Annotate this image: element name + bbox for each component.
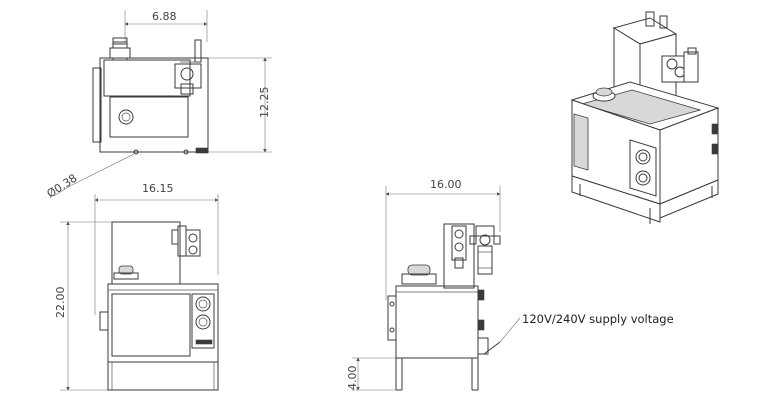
dim-leg-height: 4.00	[346, 366, 359, 391]
side-view: 16.00 4.00	[346, 178, 674, 391]
front-view: 16.15 22.00	[54, 182, 219, 391]
isometric-view	[570, 11, 720, 224]
dim-side-width: 16.00	[430, 178, 462, 191]
dim-front-width: 16.15	[142, 182, 174, 195]
dim-hole-diameter: Ø0.38	[45, 172, 80, 201]
supply-voltage-callout: 120V/240V supply voltage	[522, 312, 674, 326]
dim-top-height: 12.25	[258, 87, 271, 119]
dim-top-width: 6.88	[152, 10, 177, 23]
top-view: 6.88 12.25 Ø0.38	[45, 10, 272, 201]
dim-front-height: 22.00	[54, 287, 67, 319]
